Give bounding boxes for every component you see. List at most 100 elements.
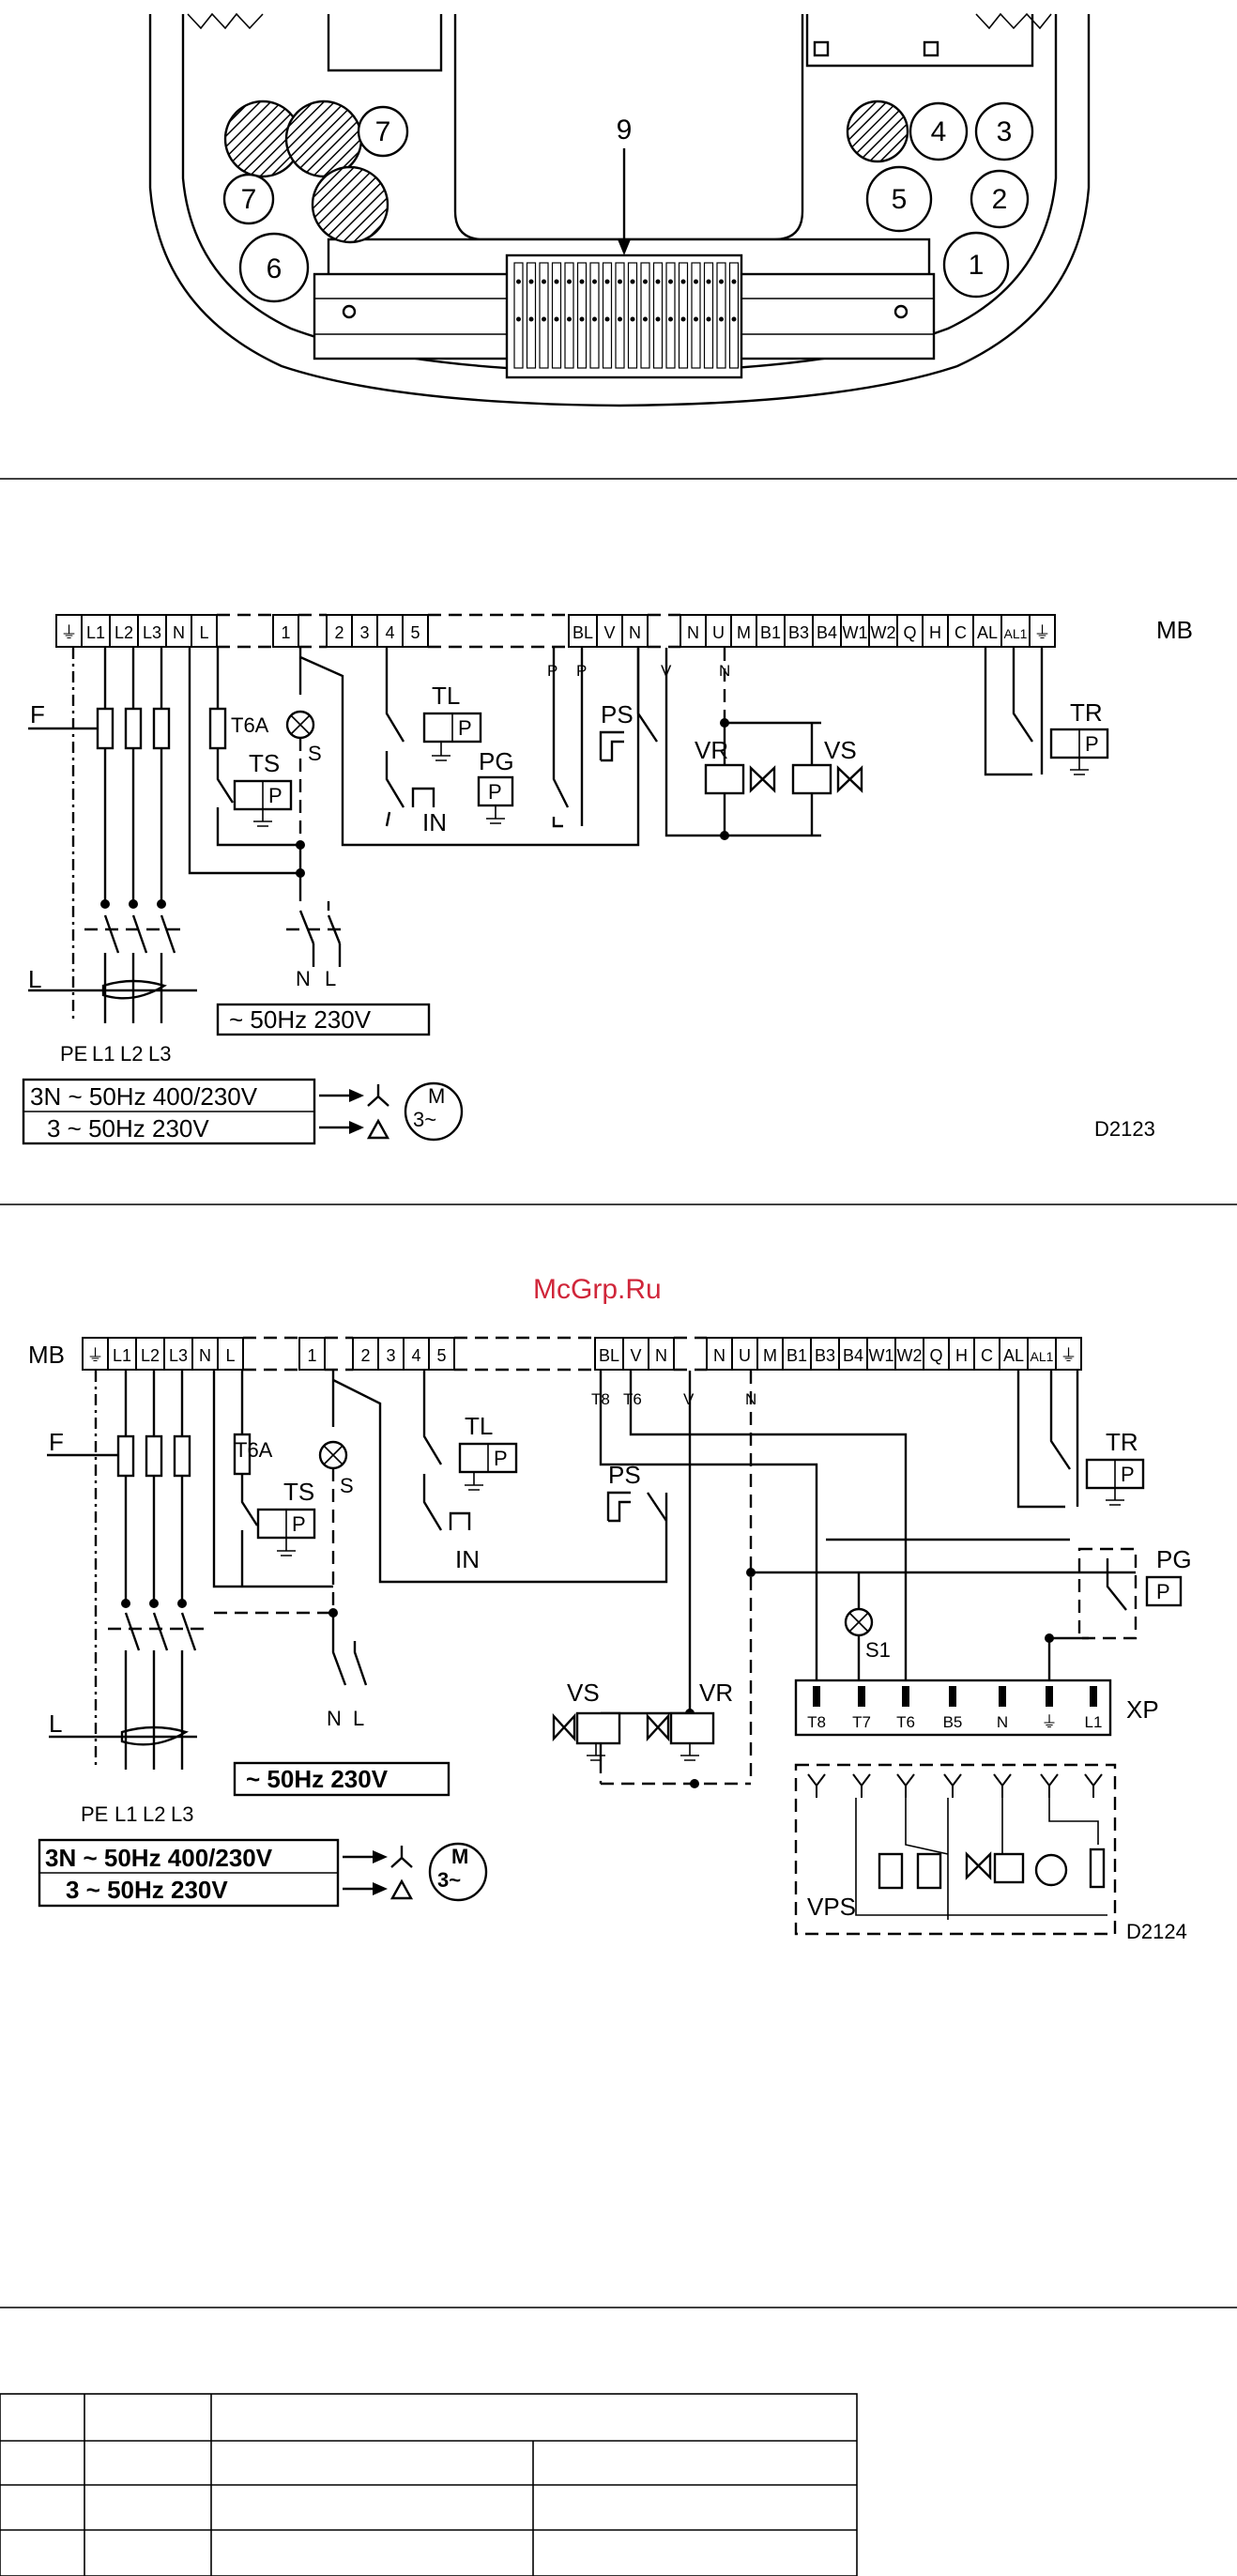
fuse-t6a [208,707,227,750]
mb-terminal-label: C [954,623,967,642]
mb-terminal-cell [135,1337,165,1371]
label-f-d2124: F [49,1428,64,1456]
terminal-strip-tooth [576,262,588,369]
vps-socket [993,1773,1012,1798]
switch-node-l2-d2124 [149,1599,159,1608]
xp-pin [999,1686,1006,1707]
mb-terminal-cell [622,1337,649,1371]
pg-p-d2124: P [1156,1580,1170,1603]
valve-vs-coil [791,763,832,795]
tag-n: N [719,662,730,680]
mb-terminal-label: B3 [815,1346,835,1365]
label-tr-d2124: TR [1106,1428,1138,1456]
xp-pin [858,1686,865,1707]
cable-gland-3 [974,101,1034,161]
lamp-s-cross [290,714,311,735]
node-xp-n [746,1568,756,1577]
ts-p-d2124: P [292,1512,306,1536]
pg-contact [552,648,570,828]
callout-9: 9 [617,115,633,146]
terminal-strip-tooth [589,262,600,369]
label-tl-d2124: TL [465,1412,493,1440]
valve-vr-coil [704,763,745,795]
terminal-strip-screw [567,316,572,322]
housing-break-line [187,12,1052,30]
fuse-f-l1 [96,707,115,750]
tr-q-wire-d2124 [1016,1371,1065,1509]
gland-label-1: 1 [969,250,985,281]
terminal-strip-screw [567,279,572,284]
gland-label-5: 5 [892,184,908,215]
mb-terminal-cell [594,1337,624,1371]
terminal-strip-tooth [564,262,574,369]
mb-terminal-label: N [655,1346,667,1365]
tl-earth [432,742,451,761]
label-t6a: T6A [231,713,269,737]
terminal-strip-screw [731,316,737,322]
wire-t6 [629,1371,908,1680]
mb-terminal-label: 1 [281,623,290,642]
right-glands: 4 3 5 2 1 [846,100,1034,299]
switch-label-n-d2124: N [327,1707,342,1730]
mb-terminal-cell [782,1337,812,1371]
mb-terminal-label: AL1 [1031,1349,1054,1364]
xp-pin-label: N [997,1713,1008,1731]
tl-p: P [458,716,472,740]
label-ts-d2124: TS [283,1478,314,1506]
valve-vr-body [749,765,776,793]
mb-terminal-label: 5 [410,623,420,642]
three-phase-label-b-d2124: 3 ~ 50Hz 230V [66,1876,228,1904]
vps-socket [807,1773,826,1798]
in-button [411,787,435,807]
label-vs: VS [824,736,857,764]
right-bracket-hole-a [813,40,830,57]
fuse-f-l3-d2124 [173,1434,191,1478]
mb-terminal-cell [840,614,870,648]
right-bracket-hole-b [923,40,939,57]
fuse-f-l1-d2124 [116,1434,135,1478]
mb-terminal-cell [866,1337,896,1371]
mb-terminal-label: L3 [169,1346,188,1365]
node-valve-n-d2124 [690,1779,699,1788]
mb-terminal-cell [1029,614,1056,648]
motor-m-d2124: M [451,1845,468,1868]
terminal-strip-tooth [652,262,664,369]
cable-gland-7-top [357,105,409,158]
tag-t6: T6 [623,1390,642,1408]
motor-label-d2124: 3~ [437,1868,461,1892]
motor-symbol-d2123 [404,1081,464,1142]
mb-terminal-label: M [737,623,751,642]
terminal-strip-tooth [678,262,689,369]
terminal-strip-screw [528,279,534,284]
cable-gland-4 [909,101,969,161]
mb-terminal-label: L [225,1346,235,1365]
xp-pin [813,1686,820,1707]
mb-terminal-label: L2 [141,1346,160,1365]
mb-terminal-cell [137,614,167,648]
lamp-s-cross-d2124 [323,1445,344,1465]
terminal-strip-screw [554,316,559,322]
terminal-strip-tooth [640,262,650,369]
terminal-strip-teeth [513,262,740,369]
valve-bottom-bus [599,1760,751,1786]
valve-live [664,648,821,837]
tl-contacts-d2124 [422,1371,443,1531]
switch-label-l-d2124: L [353,1707,364,1730]
mb-terminal-cell [922,614,949,648]
mb-terminal-label: L [199,623,208,642]
terminal-strip-tooth [627,262,638,369]
main-switch-blades-d2124 [124,1612,197,1651]
vps-enclosure [794,1763,1117,1936]
terminal-strip-screw [579,279,585,284]
switch-outputs [312,943,342,967]
isolator-lens-d2124 [120,1725,189,1746]
terminal-strip-tooth [703,262,714,369]
mb-terminal-label: BL [599,1346,619,1365]
pg-contact-d2124 [1106,1558,1127,1611]
terminal-strip-tooth [513,262,524,369]
arrowheads-d2123 [349,1089,364,1134]
vps-socket [943,1773,962,1798]
mb-terminal-label: W1 [869,1346,894,1365]
pressure-switch-pg-box [477,775,514,807]
